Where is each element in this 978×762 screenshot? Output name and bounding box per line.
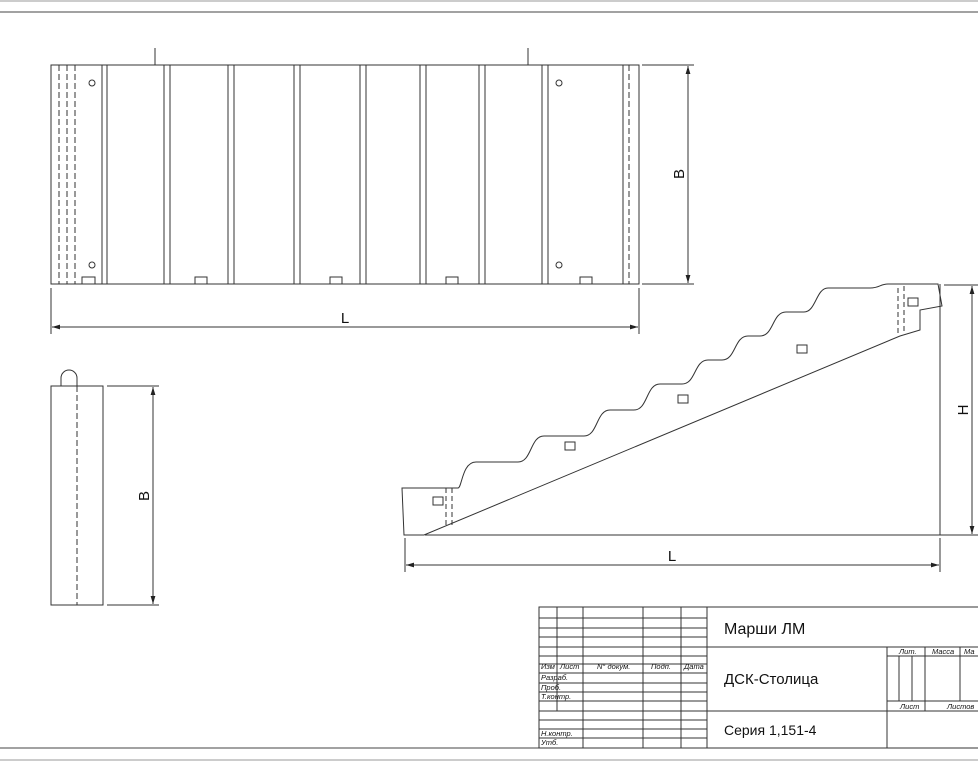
top-view-length-label: L [341,310,349,327]
header-col-doc: N° докум. [597,662,630,671]
end-view-width-label: B [136,491,153,501]
end-view-width-dimension [107,386,159,605]
side-view-height-label: H [955,405,972,416]
stair-end-view [51,370,103,605]
header-col-sheet: Лист [559,662,579,671]
series-number: Серия 1,151-4 [724,722,817,738]
sheet-label: Лист [899,702,919,711]
side-view-height-dimension [425,284,978,535]
drawing-title: Марши ЛМ [724,621,805,638]
row-label-approved: Утб. [540,738,558,747]
mass-label: Масса [932,647,954,656]
stage-label: Лит. [898,647,917,656]
top-view-width-dimension [642,65,694,284]
top-view-length-dimension [51,288,639,334]
top-view-width-label: B [671,169,688,179]
row-label-checked: Проб. [541,683,561,692]
sheets-total-label: Листов [946,702,974,711]
row-label-norm-control: Н.контр. [541,729,573,738]
header-col-sign: Подп. [651,662,671,671]
organization-name: ДСК-Столица [724,671,819,688]
side-view-length-dimension [405,538,940,572]
scale-label: Ма [964,647,975,656]
header-col-date: Дата [683,662,704,671]
stair-top-view [51,48,639,284]
row-label-tech-control: Т.контр. [541,692,571,701]
stair-side-view [402,284,942,535]
title-block [539,607,978,748]
header-col-rev: Изм [541,662,555,671]
side-view-length-label: L [668,548,676,565]
row-label-developed: Разраб. [541,673,568,682]
